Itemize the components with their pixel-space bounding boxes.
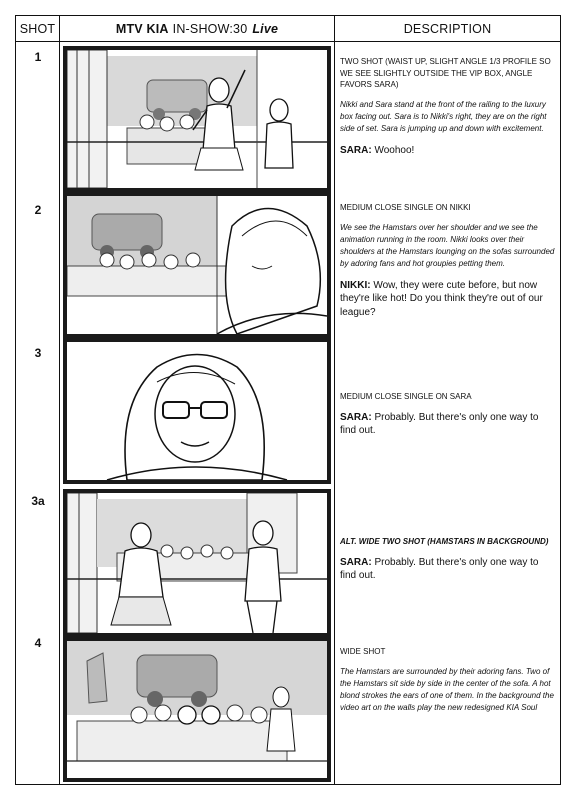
shot-number: 3 xyxy=(34,346,42,360)
dialogue: NIKKI: Wow, they were cute before, but n… xyxy=(340,279,555,320)
storyboard-panel-4 xyxy=(63,637,331,782)
column-divider xyxy=(59,42,60,784)
shot-number: 1 xyxy=(34,50,42,64)
sketch-nikki-over-shoulder xyxy=(67,196,327,334)
shot-description: MEDIUM CLOSE SINGLE ON NIKKI We see the … xyxy=(340,202,555,319)
shot-number: 3a xyxy=(31,494,45,508)
shot-number: 4 xyxy=(34,636,42,650)
description-column-header: DESCRIPTION xyxy=(335,16,560,42)
storyboard-panel-2 xyxy=(63,192,331,338)
camera-direction: MEDIUM CLOSE SINGLE ON SARA xyxy=(340,392,472,401)
dialogue-line: Probably. But there's only one way to fi… xyxy=(340,556,539,582)
storyboard-panel-3 xyxy=(63,338,331,484)
dialogue: SARA: Probably. But there's only one way… xyxy=(340,556,555,583)
action-text: Nikki and Sara stand at the front of the… xyxy=(340,99,547,133)
shot-description: MEDIUM CLOSE SINGLE ON SARA SARA: Probab… xyxy=(340,391,555,438)
shot-description: WIDE SHOT The Hamstars are surrounded by… xyxy=(340,646,555,723)
speaker-name: SARA: xyxy=(340,556,372,568)
shot-number: 2 xyxy=(34,203,42,217)
show-spot: IN-SHOW:30 xyxy=(172,21,248,36)
storyboard-panel-3a xyxy=(63,489,331,637)
dialogue: SARA: Probably. But there's only one way… xyxy=(340,411,555,438)
shot-description: TWO SHOT (WAIST UP, SLIGHT ANGLE 1/3 PRO… xyxy=(340,56,555,157)
sketch-hamstars-sofa xyxy=(67,641,327,778)
speaker-name: NIKKI: xyxy=(340,279,371,291)
sketch-sara-closeup xyxy=(67,342,327,480)
dialogue-line: Probably. But there's only one way to fi… xyxy=(340,411,539,437)
dialogue: SARA: Woohoo! xyxy=(340,144,555,158)
speaker-name: SARA: xyxy=(340,411,372,423)
sketch-two-shot-railing xyxy=(67,50,327,188)
dialogue-line: Woohoo! xyxy=(374,144,415,156)
sketch-wide-two-shot xyxy=(67,493,327,633)
shot-column-header: SHOT xyxy=(16,16,60,42)
column-divider xyxy=(334,42,335,784)
dialogue-line: Wow, they were cute before, but now they… xyxy=(340,279,543,318)
camera-direction: ALT. WIDE TWO SHOT (HAMSTARS IN BACKGROU… xyxy=(340,537,549,546)
camera-direction: TWO SHOT (WAIST UP, SLIGHT ANGLE 1/3 PRO… xyxy=(340,57,551,89)
storyboard-panel-1 xyxy=(63,46,331,192)
show-live-label: Live xyxy=(252,21,279,36)
action-text: The Hamstars are surrounded by their ado… xyxy=(340,666,554,712)
action-text: We see the Hamstars over her shoulder an… xyxy=(340,222,555,268)
camera-direction: WIDE SHOT xyxy=(340,647,386,656)
speaker-name: SARA: xyxy=(340,144,372,156)
camera-direction: MEDIUM CLOSE SINGLE ON NIKKI xyxy=(340,203,471,212)
shot-description: ALT. WIDE TWO SHOT (HAMSTARS IN BACKGROU… xyxy=(340,536,555,583)
show-title-header: MTV KIA IN-SHOW:30 Live xyxy=(60,16,335,42)
storyboard-sheet: SHOT MTV KIA IN-SHOW:30 Live DESCRIPTION… xyxy=(15,15,561,785)
show-name: MTV KIA xyxy=(115,21,169,36)
